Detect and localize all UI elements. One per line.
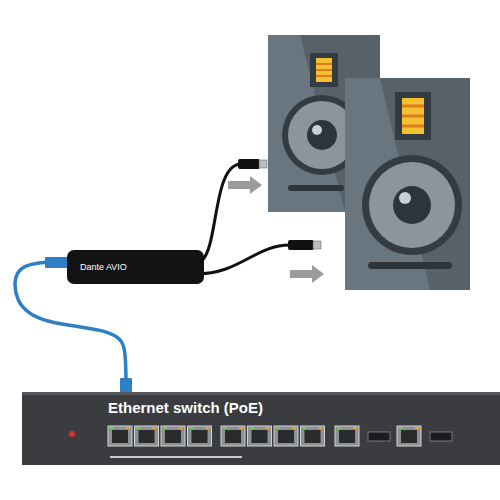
port-socket bbox=[252, 430, 268, 443]
port-led bbox=[266, 427, 270, 429]
port-socket bbox=[225, 430, 241, 443]
port-led bbox=[137, 427, 141, 429]
port-led bbox=[239, 427, 243, 429]
port-socket bbox=[139, 430, 155, 443]
port-frame bbox=[108, 426, 132, 446]
tweeter-line bbox=[316, 69, 332, 71]
sfp-slot bbox=[430, 432, 452, 441]
port-led bbox=[126, 427, 130, 429]
port-socket bbox=[192, 430, 208, 443]
ethernet-port bbox=[248, 426, 272, 446]
port-led bbox=[415, 427, 419, 429]
tweeter-line bbox=[402, 115, 424, 118]
sfp-slot bbox=[368, 432, 390, 441]
ethernet-port bbox=[221, 426, 245, 446]
port-frame bbox=[221, 426, 245, 446]
port-led bbox=[303, 427, 307, 429]
ethernet-port bbox=[397, 426, 421, 446]
woofer-shine bbox=[312, 125, 322, 135]
port-stripe bbox=[110, 456, 242, 458]
port-led bbox=[153, 427, 157, 429]
port-frame bbox=[248, 426, 272, 446]
signal-arrow bbox=[228, 176, 262, 194]
xlr-tip bbox=[313, 241, 321, 249]
port-frame bbox=[301, 426, 325, 446]
switch-edge bbox=[22, 392, 500, 395]
node-label: Ethernet switch (PoE) bbox=[108, 399, 500, 416]
tweeter bbox=[316, 58, 332, 82]
port-frame bbox=[274, 426, 298, 446]
port-socket bbox=[278, 430, 294, 443]
port-led bbox=[223, 427, 227, 429]
xlr-tip bbox=[259, 160, 267, 168]
xlr-connector bbox=[238, 159, 260, 169]
port-led bbox=[206, 427, 210, 429]
port-socket bbox=[401, 430, 417, 443]
xlr-connector bbox=[288, 240, 314, 250]
port-led bbox=[337, 427, 341, 429]
power-led bbox=[69, 431, 75, 437]
woofer-rim bbox=[362, 155, 462, 255]
port-led bbox=[353, 427, 357, 429]
speaker-port bbox=[368, 262, 452, 269]
ethernet-port bbox=[135, 426, 159, 446]
signal-arrow bbox=[290, 265, 324, 283]
woofer-cap bbox=[393, 186, 431, 224]
audio-adapter: Dante AVIO bbox=[67, 250, 204, 284]
port-led bbox=[190, 427, 194, 429]
port-frame bbox=[397, 426, 421, 446]
port-frame bbox=[135, 426, 159, 446]
port-frame bbox=[335, 426, 359, 446]
port-led bbox=[399, 427, 403, 429]
ethernet-port bbox=[335, 426, 359, 446]
port-led bbox=[292, 427, 296, 429]
ethernet-port bbox=[301, 426, 325, 446]
tweeter-frame bbox=[310, 53, 338, 87]
port-led bbox=[163, 427, 167, 429]
port-led bbox=[276, 427, 280, 429]
ethernet-port bbox=[274, 426, 298, 446]
port-led bbox=[319, 427, 323, 429]
ethernet-port bbox=[188, 426, 212, 446]
speaker-port bbox=[288, 185, 344, 191]
tweeter-line bbox=[402, 125, 424, 128]
port-led bbox=[250, 427, 254, 429]
xlr-cable bbox=[196, 164, 240, 263]
tweeter-line bbox=[316, 75, 332, 77]
tweeter bbox=[402, 98, 424, 134]
port-socket bbox=[339, 430, 355, 443]
speaker-cabinet bbox=[345, 78, 470, 290]
woofer-shine bbox=[399, 192, 411, 204]
xlr-cable bbox=[196, 245, 290, 274]
tweeter-frame bbox=[395, 92, 431, 140]
port-socket bbox=[305, 430, 321, 443]
ethernet-port bbox=[161, 426, 185, 446]
port-led bbox=[179, 427, 183, 429]
port-frame bbox=[161, 426, 185, 446]
node-label: Dante AVIO bbox=[80, 262, 204, 272]
port-socket bbox=[112, 430, 128, 443]
port-socket bbox=[165, 430, 181, 443]
tweeter-line bbox=[316, 63, 332, 65]
port-led bbox=[110, 427, 114, 429]
woofer-cap bbox=[307, 120, 337, 150]
tweeter-line bbox=[402, 105, 424, 108]
port-frame bbox=[188, 426, 212, 446]
woofer-cone bbox=[369, 162, 455, 248]
ethernet-switch: Ethernet switch (PoE) bbox=[22, 392, 500, 465]
speaker-front bbox=[345, 78, 470, 290]
ethernet-port bbox=[108, 426, 132, 446]
